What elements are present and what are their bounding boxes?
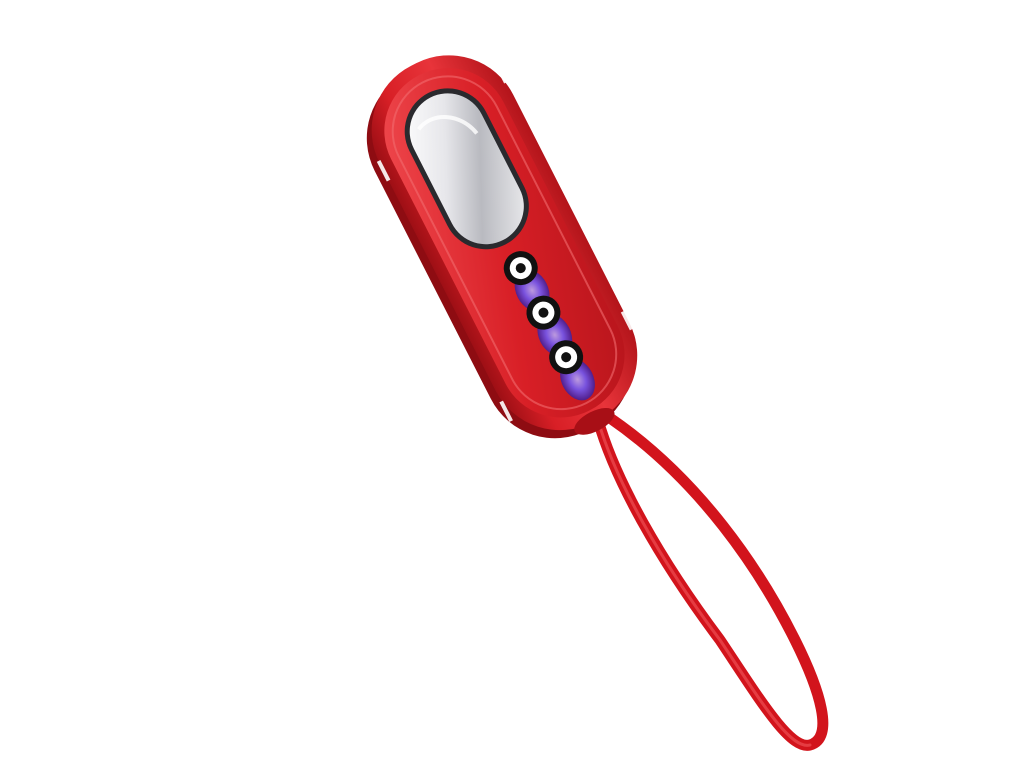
connector-body	[366, 55, 638, 439]
mirror-plate-icon	[404, 88, 529, 250]
lanyard-cord-icon	[592, 412, 829, 751]
magnetic-tip-icon	[503, 251, 595, 401]
